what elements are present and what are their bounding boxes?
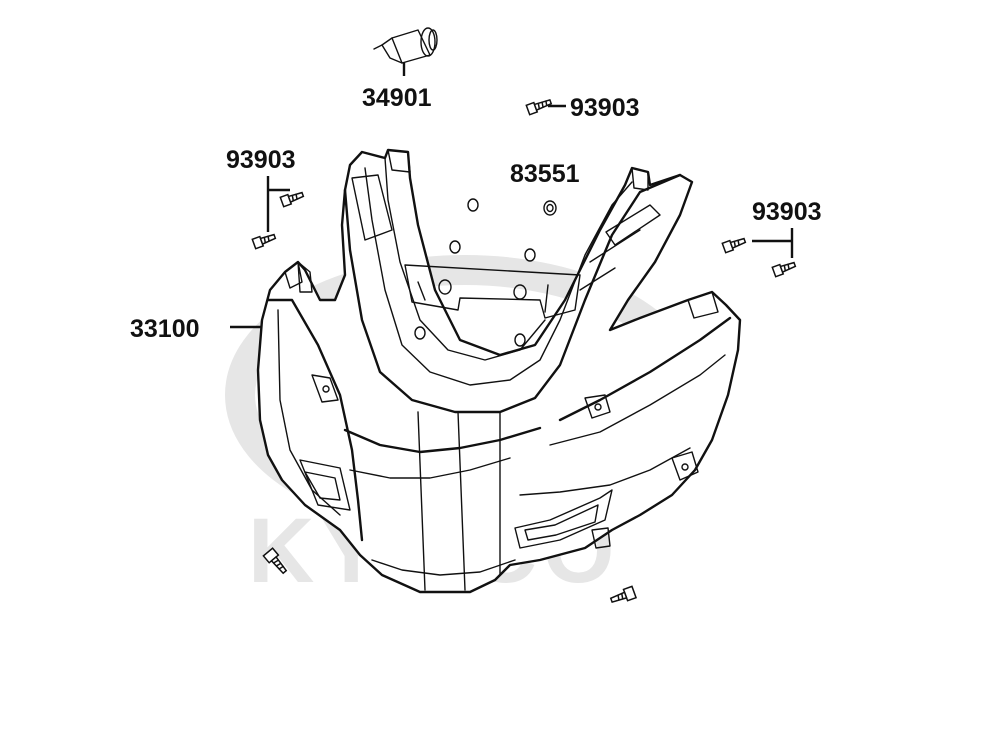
screw-top-part[interactable]: 93903 [525,94,640,122]
front-cover-part[interactable] [256,148,742,594]
part-number-screw-left: 93903 [226,146,296,174]
part-number-screw-top: 93903 [570,94,640,122]
screw-bottom-right[interactable] [609,585,638,605]
nut-part[interactable]: 83551 [510,160,580,216]
part-number-nut: 83551 [510,160,580,188]
part-number-bulb: 34901 [362,84,432,112]
part-number-front-cover: 33100 [130,315,200,343]
screw-bottom-left[interactable] [262,547,289,576]
screw-left-part[interactable]: 93903 [226,146,305,250]
bulb-part[interactable]: 34901 [362,27,438,112]
screw-right-part[interactable]: 93903 [721,198,822,278]
part-number-screw-right: 93903 [752,198,822,226]
front-cover-label: 33100 [130,315,262,343]
